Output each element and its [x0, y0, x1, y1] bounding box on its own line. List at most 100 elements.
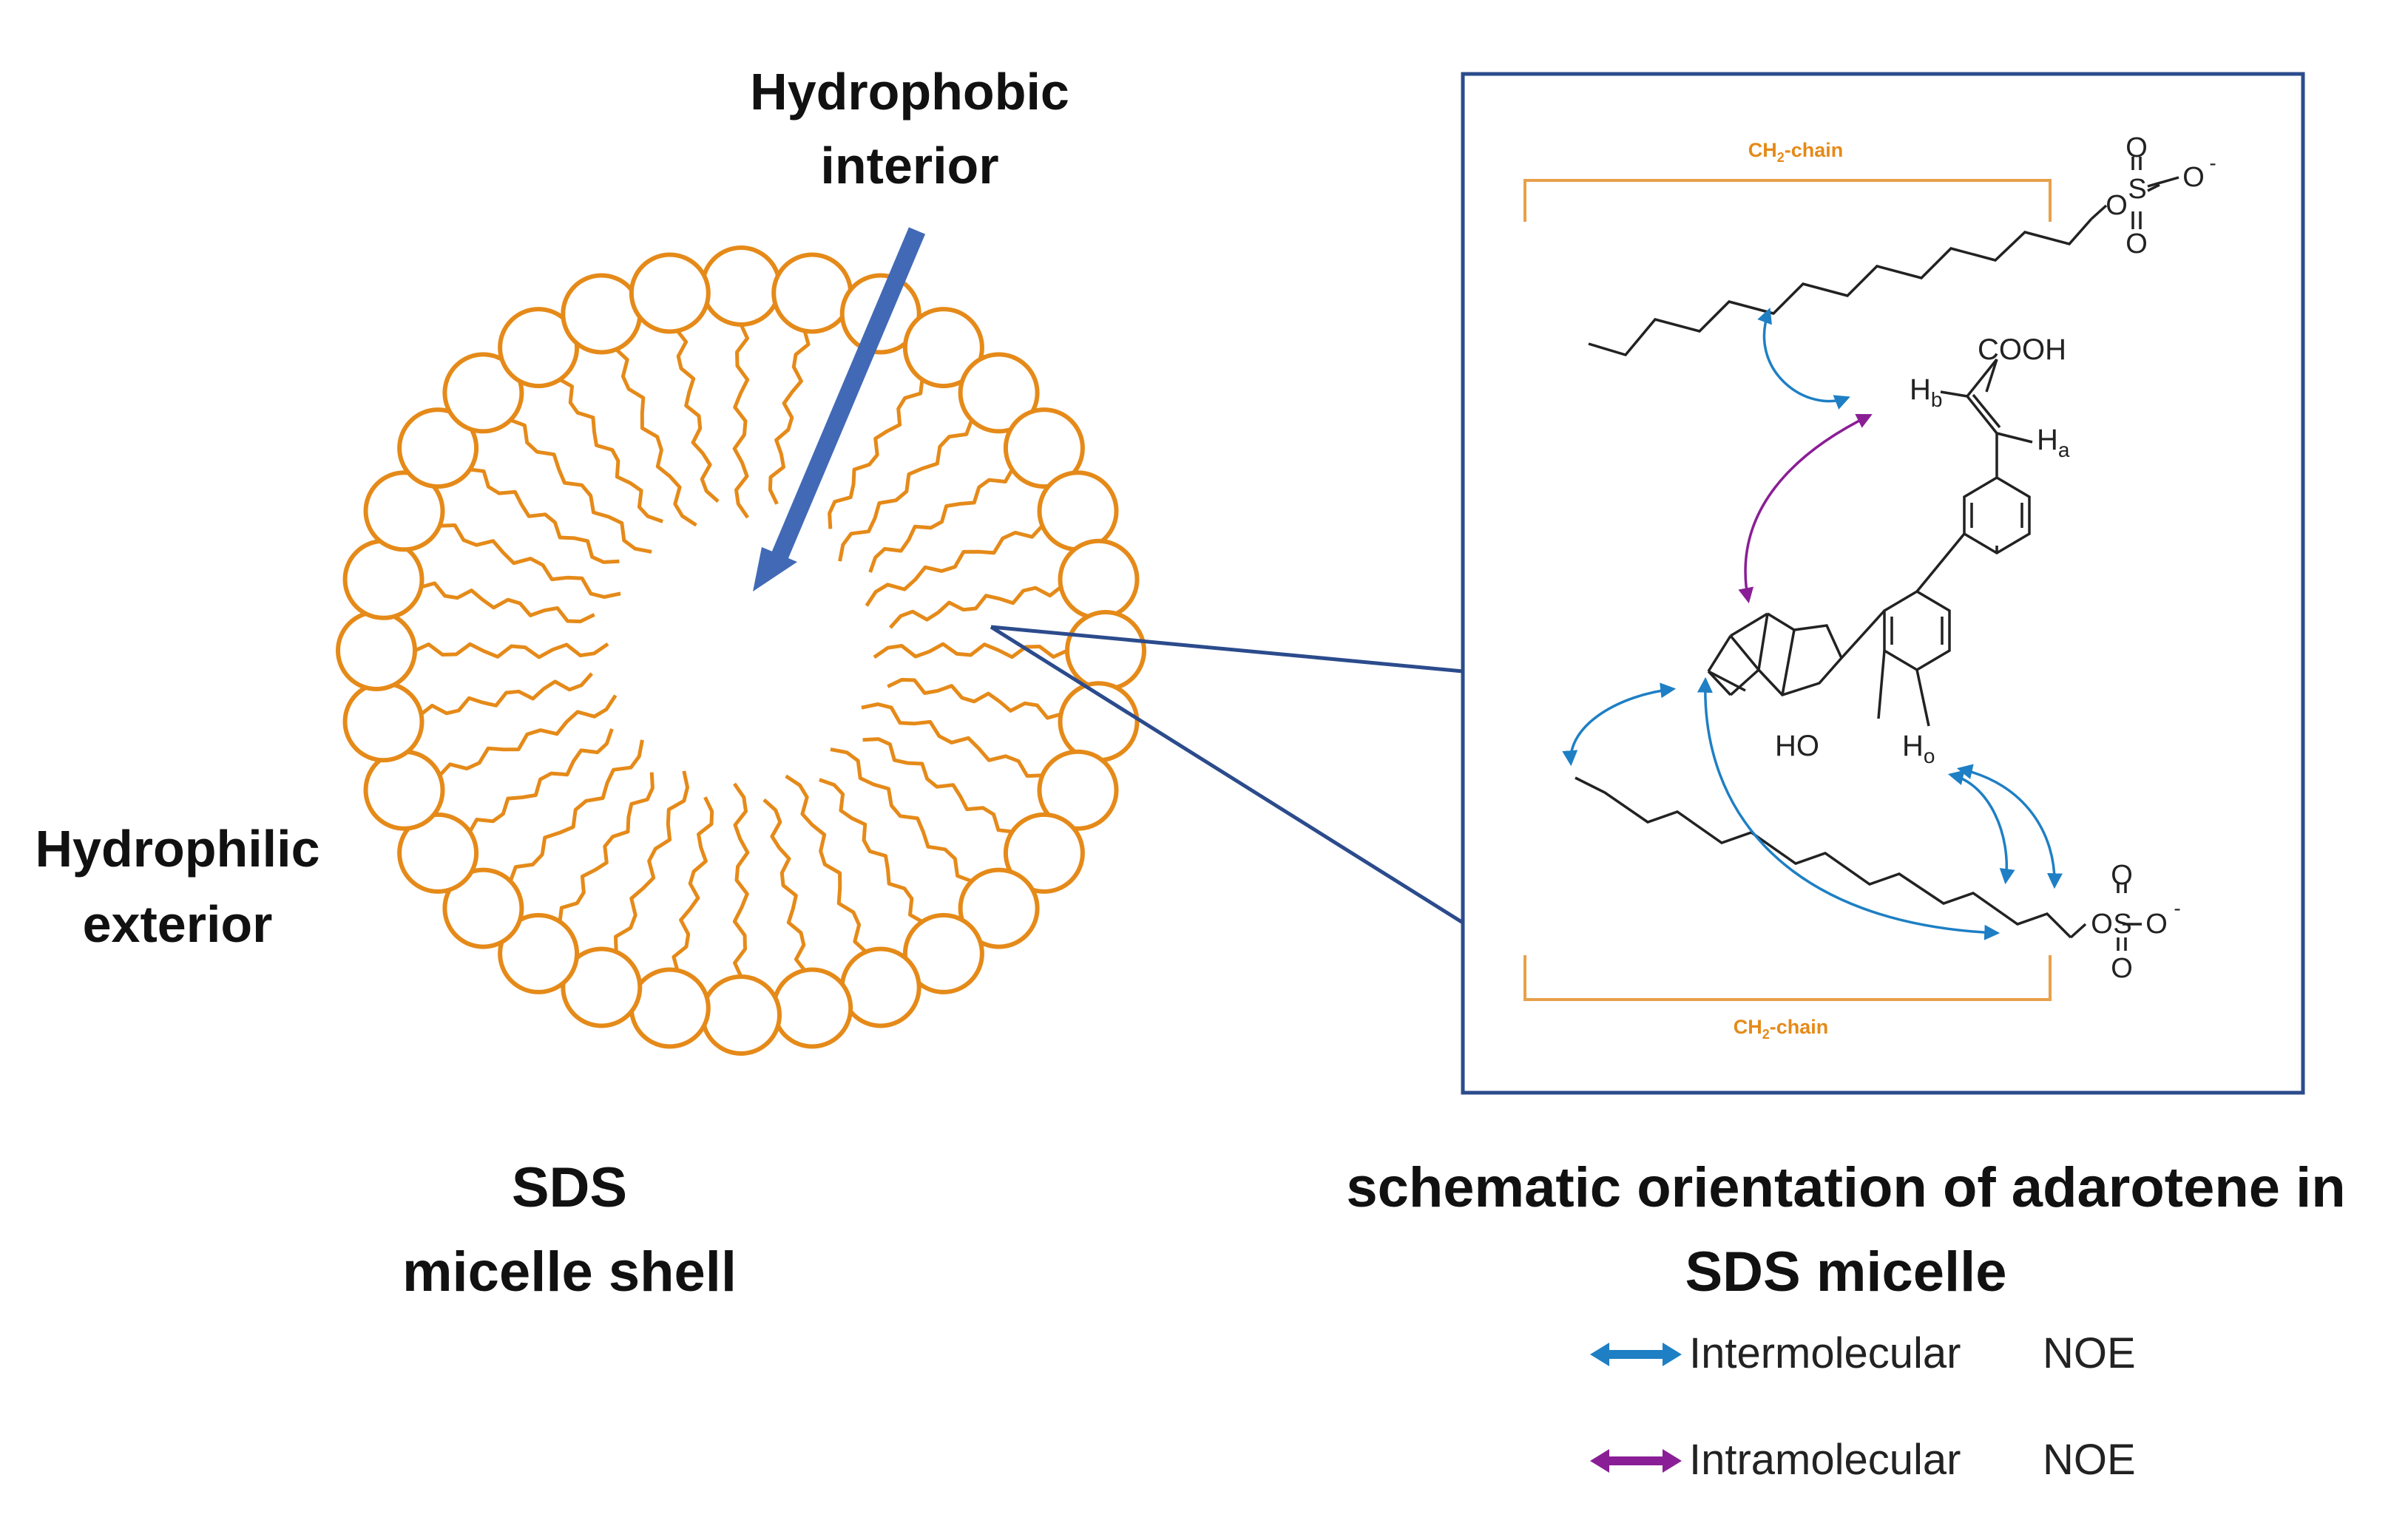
chain-label-bottom: CH2-chain [1734, 1016, 1829, 1042]
surfactant-tail [868, 468, 1014, 573]
surfactant-head [1003, 812, 1085, 894]
surfactant-head [771, 967, 853, 1049]
atom-o: O [2091, 909, 2113, 940]
atom-o: O [2125, 132, 2148, 163]
sulfate-group-bottom: O S O O O - [2091, 860, 2180, 984]
surfactant-tail [830, 747, 973, 883]
hydrophobic-label-line2: interior [820, 137, 998, 194]
surfactant-tail [508, 739, 644, 882]
surfactant-tail [672, 796, 714, 971]
surfactant-head [700, 245, 782, 327]
surfactant-head [1037, 749, 1119, 831]
surfactant-head [958, 867, 1040, 949]
sds-label-line2: micelle shell [402, 1241, 737, 1303]
surfactant-tail [510, 418, 652, 554]
surfactant-tail [614, 770, 689, 952]
surfactant-tail [768, 330, 811, 505]
surfactant-tail [887, 677, 1062, 720]
legend-suffix-intermolecular: NOE [2043, 1329, 2136, 1377]
surfactant-tail [558, 772, 655, 923]
hydrophilic-label-line2: exterior [83, 895, 273, 953]
atom-o: O [2145, 909, 2168, 940]
atom-o: O [2111, 953, 2133, 984]
legend-arrowhead [1590, 1449, 1609, 1473]
sulfate-group-top: O S O O O - [2106, 132, 2216, 260]
hb-label: Hb [1910, 373, 1942, 411]
legend-suffix-intramolecular: NOE [2043, 1436, 2136, 1484]
atom-o: O [2125, 228, 2148, 260]
surfactant-tail [732, 782, 750, 978]
surfactant-tail [865, 524, 1044, 607]
surfactant-tail [676, 329, 720, 503]
legend: Intermolecular NOE Intramolecular NOE [1590, 1329, 2136, 1484]
chain-bracket-bottom [1523, 955, 2052, 1001]
sds-molecule-top [1588, 157, 2179, 357]
hydrophobic-pointer-arrow [753, 227, 926, 591]
surfactant-head [771, 252, 853, 334]
surfactant-head [1003, 407, 1085, 489]
surfactant-head [397, 407, 479, 489]
charge-minus: - [2209, 152, 2216, 174]
legend-arrowhead [1663, 1449, 1682, 1473]
inset-title-line2: SDS micelle [1685, 1241, 2006, 1303]
surfactant-tail [828, 379, 924, 529]
atom-o: O [2111, 860, 2133, 891]
surfactant-tail [419, 672, 594, 716]
surfactant-head [700, 974, 782, 1056]
surfactant-head [1058, 538, 1140, 620]
legend-item-intermolecular: Intermolecular NOE [1590, 1329, 2136, 1377]
surfactant-head [561, 273, 643, 355]
surfactant-head [442, 867, 524, 949]
cooh-label: COOH [1978, 333, 2066, 366]
surfactant-head [958, 352, 1040, 434]
surfactant-tail [785, 774, 868, 954]
surfactant-tail [438, 694, 618, 777]
surfactant-head [442, 352, 524, 434]
hydrophobic-label-line1: Hydrophobic [750, 63, 1069, 121]
zoom-connector [990, 625, 1464, 925]
surfactant-head [397, 812, 479, 894]
surfactant-tail [420, 581, 595, 624]
atom-o: O [2182, 162, 2205, 193]
surfactant-tail [413, 642, 609, 659]
legend-arrowhead [1663, 1343, 1682, 1366]
legend-item-intramolecular: Intramolecular NOE [1590, 1436, 2136, 1484]
surfactant-head [363, 749, 445, 831]
surfactant-head [902, 912, 984, 994]
surfactant-tail [888, 586, 1063, 629]
surfactant-head [561, 946, 643, 1028]
surfactant-head [839, 946, 921, 1028]
hydrophilic-label-line1: Hydrophilic [35, 820, 319, 878]
ho-label: HO [1775, 730, 1819, 762]
surfactant-tail [732, 323, 750, 519]
surfactant-head [629, 252, 711, 334]
surfactant-head [342, 681, 425, 763]
chain-bracket-top [1523, 179, 2052, 222]
surfactant-tail [838, 419, 974, 562]
atom-s: S [2128, 174, 2146, 205]
surfactant-head [902, 307, 984, 389]
surfactant-head [629, 967, 711, 1049]
sds-micelle [336, 245, 1146, 1056]
surfactant-tail [468, 728, 614, 833]
inset-box [1461, 72, 2305, 1095]
ha-label: Ha [2037, 424, 2070, 461]
surfactant-head [342, 538, 425, 620]
surfactant-tail [873, 642, 1069, 659]
surfactant-tail [558, 378, 663, 523]
surfactant-tail [762, 798, 806, 972]
surfactant-tail [615, 347, 697, 527]
surfactant-tail [862, 737, 1013, 834]
surfactant-head [363, 470, 445, 552]
chain-label-top: CH2-chain [1748, 139, 1844, 165]
atom-o: O [2106, 190, 2128, 221]
intramolecular-noe-arrow [1738, 413, 1873, 604]
sds-label-line1: SDS [512, 1156, 627, 1219]
surfactant-head [498, 307, 580, 389]
surfactant-head [1065, 610, 1146, 691]
surfactant-head [498, 912, 580, 994]
surfactant-tail [819, 778, 924, 923]
legend-label-intermolecular: Intermolecular [1689, 1329, 1961, 1377]
legend-label-intramolecular: Intramolecular [1689, 1436, 1961, 1484]
